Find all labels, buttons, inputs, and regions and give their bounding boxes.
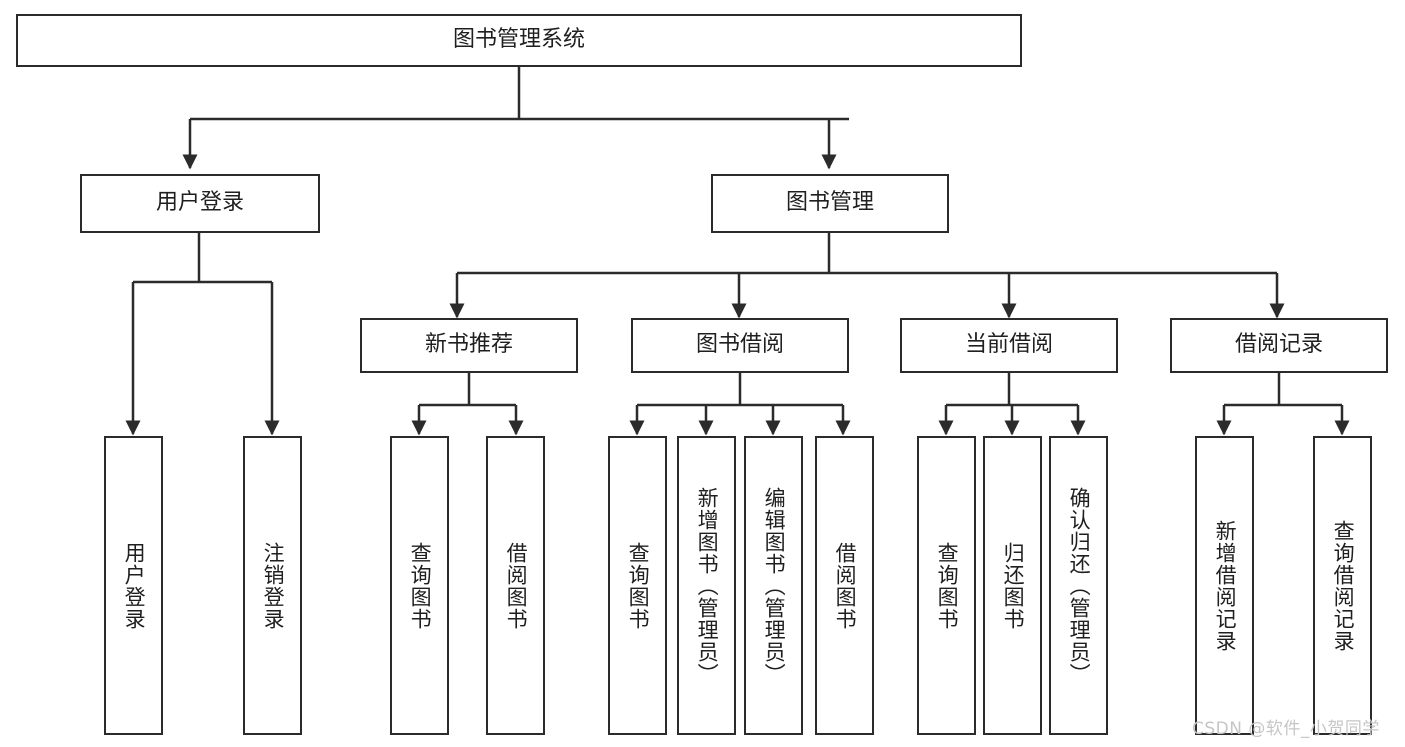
node-label: 查询图书 (408, 541, 433, 630)
leaf-user-login-logout[interactable]: 注销登录 (243, 436, 302, 735)
node-label: 查询借阅记录 (1331, 519, 1356, 652)
leaf-borrow-records-query-record[interactable]: 查询借阅记录 (1313, 436, 1372, 735)
node-current-borrow[interactable]: 当前借阅 (900, 318, 1118, 373)
node-label: 查询图书 (626, 541, 651, 630)
leaf-book-borrow-borrow-book[interactable]: 借阅图书 (815, 436, 874, 735)
csdn-watermark: CSDN @软件_小贺同学 (1192, 719, 1380, 739)
node-label: 图书管理系统 (452, 27, 585, 53)
node-label: 图书管理 (785, 190, 874, 216)
node-label: 查询图书 (935, 541, 960, 630)
node-label: 当前借阅 (964, 332, 1053, 358)
node-label: 确认归还（管理员） (1067, 486, 1092, 685)
node-label: 借阅图书 (833, 541, 858, 630)
leaf-book-borrow-add-book-admin[interactable]: 新增图书（管理员） (677, 436, 736, 735)
node-borrow-records[interactable]: 借阅记录 (1170, 318, 1388, 373)
node-label: 新书推荐 (424, 332, 513, 358)
node-user-login[interactable]: 用户登录 (80, 174, 320, 233)
node-label: 新增图书（管理员） (695, 486, 720, 685)
node-label: 借阅记录 (1234, 332, 1323, 358)
leaf-book-borrow-edit-book-admin[interactable]: 编辑图书（管理员） (744, 436, 803, 735)
node-book-management[interactable]: 图书管理 (711, 174, 949, 233)
leaf-book-borrow-query-book[interactable]: 查询图书 (608, 436, 667, 735)
node-label: 借阅图书 (504, 541, 529, 630)
node-label: 归还图书 (1001, 541, 1026, 630)
leaf-new-book-query-book[interactable]: 查询图书 (390, 436, 449, 735)
node-label: 用户登录 (122, 541, 147, 630)
leaf-user-login-login[interactable]: 用户登录 (104, 436, 163, 735)
node-label: 编辑图书（管理员） (762, 486, 787, 685)
node-label: 用户登录 (155, 190, 244, 216)
leaf-new-book-borrow-book[interactable]: 借阅图书 (486, 436, 545, 735)
node-book-borrow[interactable]: 图书借阅 (631, 318, 849, 373)
leaf-current-borrow-return-book[interactable]: 归还图书 (983, 436, 1042, 735)
leaf-current-borrow-confirm-return-admin[interactable]: 确认归还（管理员） (1049, 436, 1108, 735)
leaf-borrow-records-add-record[interactable]: 新增借阅记录 (1195, 436, 1254, 735)
node-root-library-management-system[interactable]: 图书管理系统 (16, 14, 1022, 67)
node-new-book-recommend[interactable]: 新书推荐 (360, 318, 578, 373)
node-label: 图书借阅 (695, 332, 784, 358)
leaf-current-borrow-query-book[interactable]: 查询图书 (917, 436, 976, 735)
node-label: 新增借阅记录 (1213, 519, 1238, 652)
node-label: 注销登录 (261, 541, 286, 630)
